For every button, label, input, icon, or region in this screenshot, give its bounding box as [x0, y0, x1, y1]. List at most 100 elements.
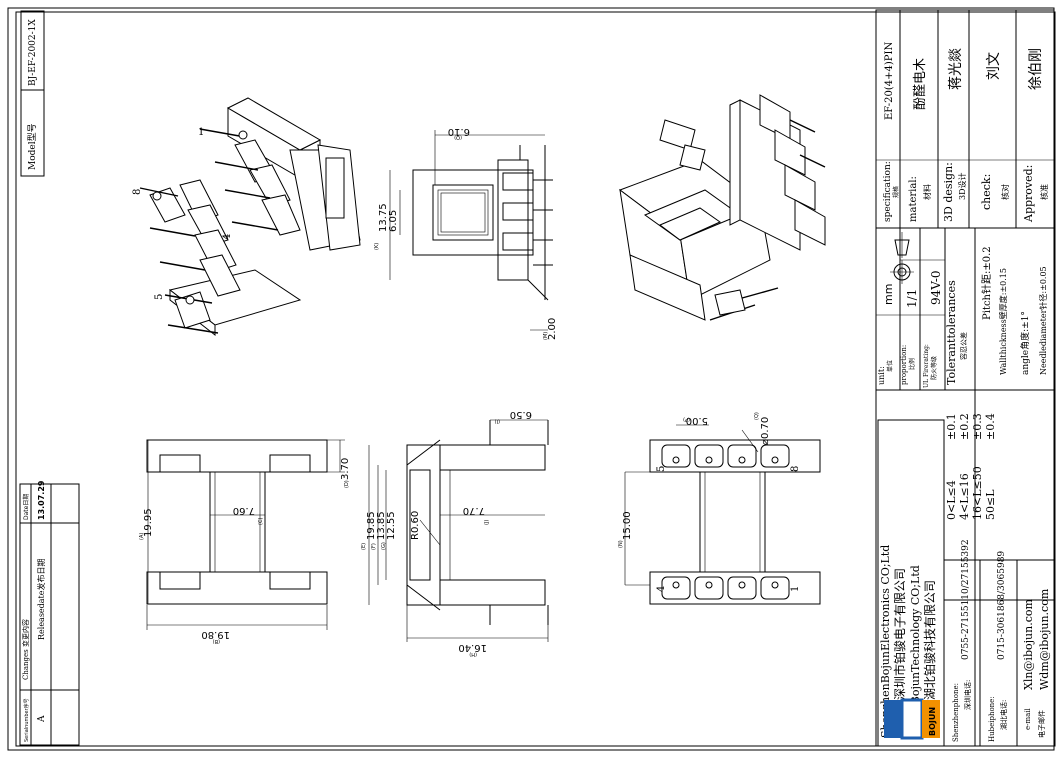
changes-header: Changes 变更内容: [21, 619, 30, 680]
contact-sz-value: 0755-27155110/27155392: [961, 539, 971, 660]
tol-row-2-val: ±0.2: [958, 413, 971, 440]
model-box: Model型号 BJ-EF-2002-1X: [20, 10, 45, 177]
material-value: 酚醛电木: [912, 58, 928, 110]
tag-n: (N): [618, 540, 624, 548]
side-view-top: 6.10 (O) 13.75 6.05 (K) 2.00 (M): [374, 126, 558, 340]
dim-19-85: 19.85: [366, 511, 377, 540]
dim-13-85: 13.85: [376, 511, 387, 540]
fire-value: 94V-0: [929, 270, 943, 305]
design-label-cn: 3D设计: [957, 172, 967, 200]
tag-h: (H): [469, 651, 477, 657]
tag-c: (C): [258, 518, 264, 525]
design-value: 蒋光燚: [948, 48, 964, 90]
bottom-pin-1-label: 1: [790, 586, 801, 592]
tol-note-3: angle角度:±1°: [1019, 311, 1031, 375]
tol-title: Toleranttolerances: [945, 280, 958, 385]
side-view-bottom: 16.40 (H) 19.85 13.85 12.55 (E) (F) (G) …: [361, 409, 549, 657]
company-line-3: HubeiBojunTechnology CO;Ltd: [909, 565, 922, 738]
check-value: 刘文: [986, 52, 1002, 80]
material-label-cn: 材料: [922, 184, 932, 200]
bottom-pin-4-label: 4: [656, 586, 667, 592]
tol-title-cn: 容忍公差: [959, 332, 968, 360]
model-label: Model型号: [27, 123, 38, 170]
tag-p: (P): [683, 416, 690, 422]
fire-label-cn: 防火等级: [930, 356, 938, 380]
dim-r0-60: R0.60: [410, 511, 421, 540]
contact-email-1: Xln@ibojun.com: [1022, 599, 1035, 690]
proportion-value: 1/1: [905, 289, 919, 308]
serial-header: Serialnumber序号: [23, 698, 30, 742]
projection-symbol-icon: [890, 232, 914, 284]
dim-15-00: 15.00: [622, 511, 633, 540]
contact-email-2: Wdm@ibojun.com: [1038, 588, 1051, 690]
tol-row-4-val: ±0.4: [984, 413, 997, 440]
unit-value: mm: [882, 284, 895, 305]
tol-note-4: Needlediameter针径:±0.05: [1038, 266, 1048, 375]
change-log-table: Serialnumber序号 Changes 变更内容 Date日期 A Rel…: [19, 480, 80, 746]
dim-13-75: 13.75: [378, 203, 389, 232]
logo-text: BOJUN: [928, 707, 937, 736]
contact-hb-label-cn: 湖北电话:: [999, 700, 1008, 730]
tag-e: (E): [361, 543, 367, 550]
dim-6-05: 6.05: [388, 210, 399, 232]
dim-3-70: 3.70: [340, 458, 351, 480]
tol-note-1: Pitch针距:±0.2: [980, 246, 993, 320]
dim-5-00: 5.00: [686, 415, 708, 426]
dim-16-40: 16.40: [458, 642, 487, 653]
isometric-view-right: [618, 94, 826, 321]
bottom-view: 15.00 (N) 5.00 (P) ⌀0.70 (Q) 5 4 8 1: [618, 412, 821, 605]
fire-label: UL Firerating:: [923, 344, 930, 388]
model-value: BJ-EF-2002-1X: [28, 19, 38, 86]
tag-q: (Q): [754, 412, 760, 420]
tag-k: (K): [374, 243, 380, 250]
contact-sz-label: Shenzhenphone:: [952, 683, 960, 742]
bottom-pin-5-label: 5: [656, 466, 667, 472]
row-serial: A: [37, 715, 47, 723]
contact-email-label: e-mail: [1024, 707, 1032, 730]
row-date: 13.07.29: [37, 480, 46, 520]
check-label-cn: 核对: [1000, 184, 1010, 200]
tag-f: (F): [371, 543, 377, 550]
contact-email-label-cn: 电子邮件: [1037, 710, 1046, 738]
design-label: 3D design:: [942, 162, 955, 222]
tol-note-2: Wallthickness壁厚度:±0.15: [998, 268, 1008, 375]
unit-label: unit:: [877, 366, 886, 385]
tag-a: (A): [139, 533, 145, 540]
pin-5-label: 5: [154, 294, 165, 300]
dim-2-00: 2.00: [547, 318, 558, 340]
proportion-label-cn: 比例: [908, 358, 916, 370]
tag-j: (J): [484, 520, 490, 525]
tol-row-3-range: 16<L≤50: [971, 466, 984, 520]
tol-row-1-range: 0<L≤4: [945, 480, 958, 520]
tol-row-1-val: ±0.1: [945, 413, 958, 440]
dim-7-70: 7.70: [463, 505, 485, 516]
approved-value: 徐伯刚: [1028, 48, 1044, 90]
company-line-2: 深圳市铂骏电子有限公司: [892, 568, 907, 700]
tol-row-2-range: 4<L≤16: [958, 473, 971, 520]
proportion-label: proportion:: [900, 345, 908, 385]
tag-m: (M): [543, 332, 549, 340]
tag-i: (I): [495, 418, 500, 424]
tag-b: (B): [213, 638, 220, 644]
spec-label: specification:: [883, 161, 893, 222]
check-label: check:: [980, 174, 993, 210]
spec-value: EF-20(4+4)PIN: [884, 42, 895, 120]
tag-g: (G): [381, 542, 387, 550]
approved-label-cn: 核准: [1039, 184, 1049, 200]
dim-19-80: 19.80: [201, 629, 230, 640]
pin-8-label: 8: [132, 189, 143, 195]
tag-d: (D): [344, 480, 350, 488]
dim-6-10: 6.10: [448, 126, 470, 137]
bottom-pin-8-label: 8: [790, 466, 801, 472]
pin-1-label: 1: [198, 127, 204, 138]
spec-label-cn: 规格: [892, 186, 900, 198]
dim-19-95: 19.95: [143, 508, 154, 537]
pin-4-label: 4: [222, 234, 233, 240]
front-view: 19.80 (B) 19.95 (A) 7.60 (C) 3.70 (D): [139, 439, 351, 644]
sheet-inner-border: [15, 11, 1056, 747]
company-line-4: 湖北铂骏科技有限公司: [922, 580, 937, 700]
contact-sz-label-cn: 深圳电话:: [963, 680, 972, 710]
tag-o: (O): [454, 134, 462, 140]
dim-12-55: 12.55: [386, 511, 397, 540]
